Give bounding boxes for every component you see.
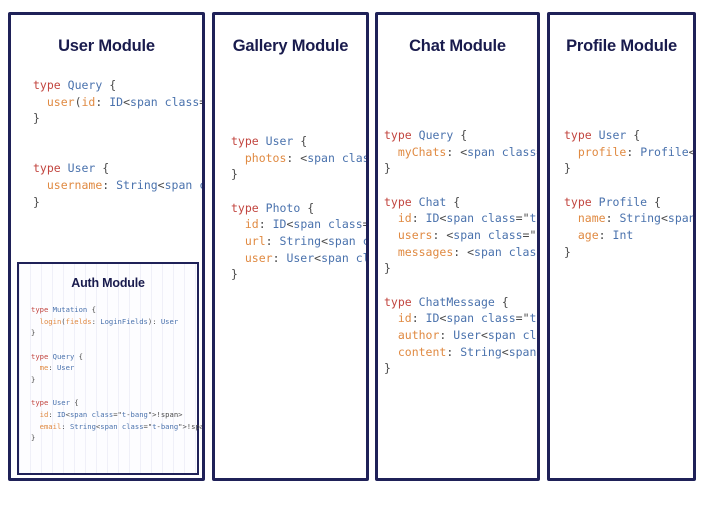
card-title-user-module: User Module [58,37,155,55]
code-block-profile-module: type User { profile: Profile<span class=… [564,128,696,259]
card-title-auth-module: Auth Module [71,276,145,290]
code-block-auth-module: type Mutation { login(fields: LoginField… [31,305,205,443]
card-title-chat-module: Chat Module [409,37,506,55]
code-block-user-module: type Query { user(id: ID<span class="t-b… [33,78,202,209]
card-user-module[interactable]: User Module type Query { user(id: ID<spa… [8,12,205,481]
code-block-gallery-module: type User { photos: <span class="t-pun">… [231,134,369,282]
card-auth-module[interactable]: Auth Module type Mutation { login(fields… [17,262,202,475]
card-title-profile-module: Profile Module [566,37,677,55]
card-gallery-module[interactable]: Gallery Module type User { photos: <span… [212,12,369,481]
card-title-gallery-module: Gallery Module [232,37,349,55]
card-profile-module[interactable]: Profile Module type User { profile: Prof… [547,12,696,481]
card-chat-module[interactable]: Chat Module type Query { myChats: <span … [375,12,540,481]
code-block-chat-module: type Query { myChats: <span class="t-pun… [384,128,540,376]
